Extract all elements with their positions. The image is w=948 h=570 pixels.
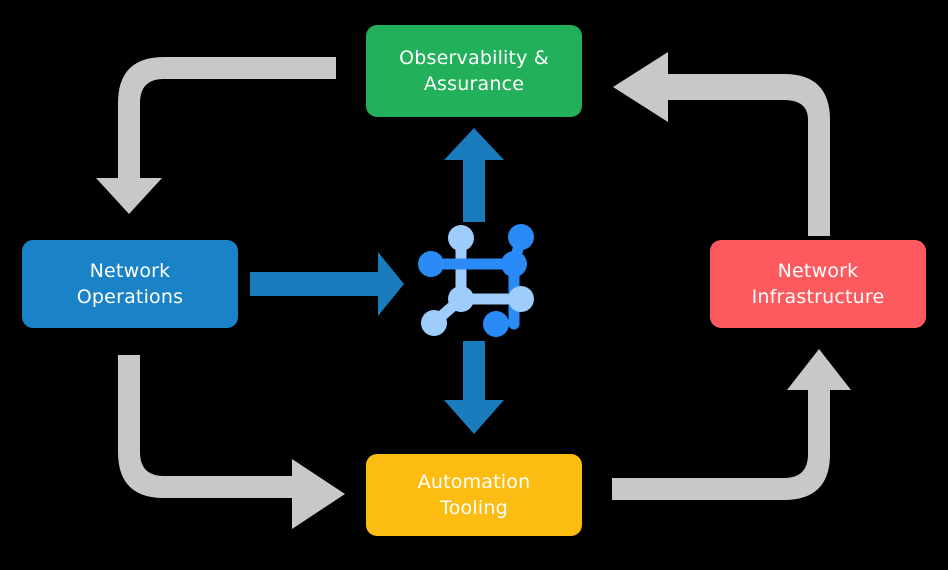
- box-automation-label: Automation Tooling: [417, 470, 531, 519]
- box-operations-label: Network Operations: [76, 259, 184, 308]
- gray-arrow-operations-to-automation: [118, 355, 345, 529]
- box-network-operations[interactable]: Network Operations: [22, 240, 238, 328]
- blue-arrow-center-to-automation: [444, 341, 504, 434]
- gray-arrow-automation-to-infrastructure: [612, 349, 851, 500]
- box-infrastructure-label: Network Infrastructure: [751, 259, 885, 308]
- gray-arrow-infrastructure-to-observability: [613, 52, 830, 236]
- box-observability-label: Observability & Assurance: [399, 46, 549, 95]
- blue-arrow-center-to-observability: [444, 128, 504, 222]
- box-automation-tooling[interactable]: Automation Tooling: [366, 454, 582, 536]
- box-observability-assurance[interactable]: Observability & Assurance: [366, 25, 582, 117]
- box-network-infrastructure[interactable]: Network Infrastructure: [710, 240, 926, 328]
- gray-arrow-observability-to-operations: [96, 57, 336, 214]
- network-topology-icon: [418, 224, 534, 337]
- blue-arrow-operations-to-center: [250, 252, 404, 316]
